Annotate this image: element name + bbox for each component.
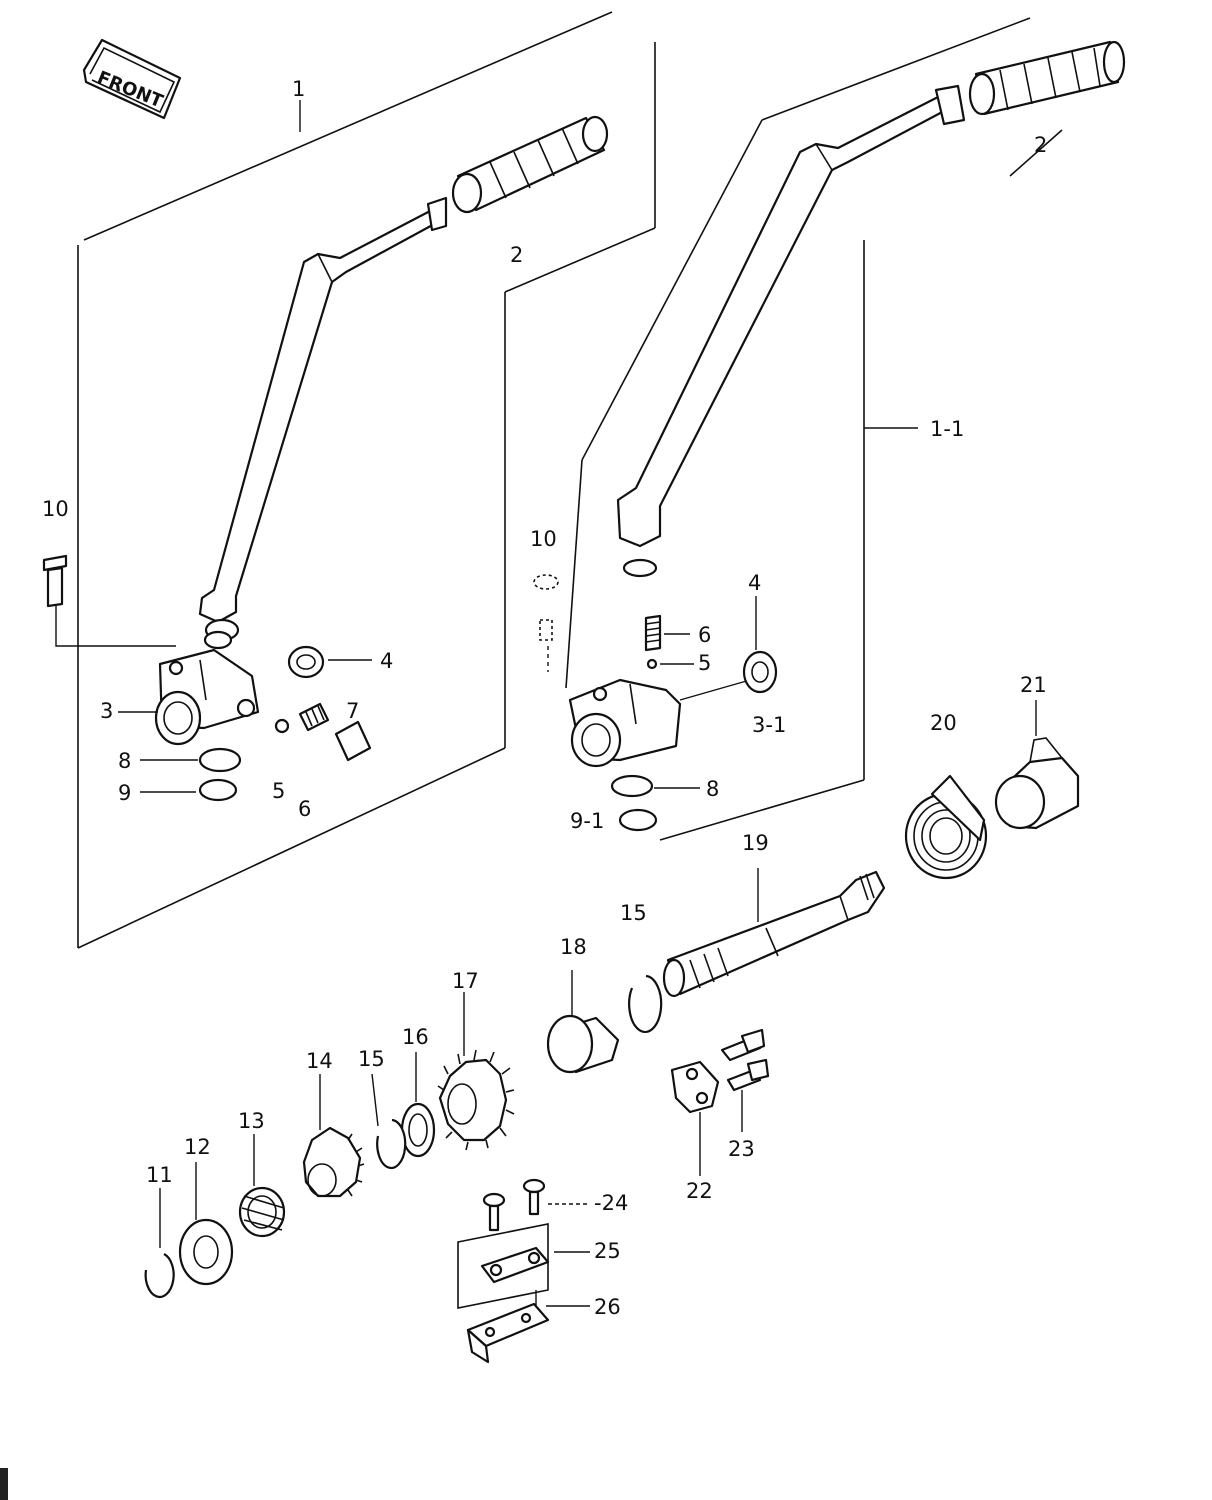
ratchet <box>302 1074 365 1198</box>
bracket-26 <box>466 1290 590 1364</box>
callout-6-left: 6 <box>298 797 311 821</box>
callout-26: 26 <box>594 1295 621 1319</box>
callout-18: 18 <box>560 935 587 959</box>
callout-2-right: 2 <box>1034 133 1047 157</box>
kick-grip-right <box>968 40 1126 116</box>
callout-17: 17 <box>452 969 479 993</box>
kick-arm-right <box>616 84 966 578</box>
bolt-10-left <box>42 554 176 647</box>
callout-6-right: 6 <box>698 623 711 647</box>
circlip-left <box>371 1073 407 1169</box>
callout-19: 19 <box>742 831 769 855</box>
washer-16 <box>400 1052 436 1158</box>
kick-shaft <box>662 868 886 998</box>
callout-10-right: 10 <box>530 527 557 551</box>
circlip-11 <box>144 1188 175 1298</box>
plate-25 <box>457 1223 590 1309</box>
callout-2-left: 2 <box>510 243 523 267</box>
callout-15-right: 15 <box>620 901 647 925</box>
callout-15-left: 15 <box>358 1047 385 1071</box>
callout-9: 9 <box>118 781 131 805</box>
ratchet-spring <box>238 1134 286 1238</box>
callout-13: 13 <box>238 1109 265 1133</box>
callout-4-right: 4 <box>748 571 761 595</box>
left-small-parts <box>118 645 372 802</box>
callout-24: -24 <box>594 1191 628 1215</box>
kick-gear <box>437 992 515 1151</box>
kick-grip-left <box>451 115 609 214</box>
kick-boss-left <box>154 648 260 746</box>
callout-1: 1 <box>292 77 305 101</box>
callout-3-1: 3-1 <box>752 713 786 737</box>
shaft-collar <box>546 970 620 1074</box>
callout-1-1: 1-1 <box>930 417 964 441</box>
stopper-bolts <box>720 1028 770 1132</box>
callout-5-left: 5 <box>272 779 285 803</box>
bolts-24 <box>482 1178 590 1232</box>
front-arrow-badge: FRONT <box>82 38 182 120</box>
kick-boss-right <box>568 678 751 768</box>
callout-25: 25 <box>594 1239 621 1263</box>
callout-3: 3 <box>100 699 113 723</box>
callout-16: 16 <box>402 1025 429 1049</box>
bolt-10-right <box>533 574 559 672</box>
edge-mark <box>0 1468 8 1500</box>
callout-23: 23 <box>728 1137 755 1161</box>
callout-labels: 1 2 2 1-1 10 10 4 4 3 7 8 9 5 6 6 5 3-1 … <box>42 77 1047 1319</box>
callout-8-right: 8 <box>706 777 719 801</box>
callout-21: 21 <box>1020 673 1047 697</box>
callout-10-left: 10 <box>42 497 69 521</box>
callout-22: 22 <box>686 1179 713 1203</box>
group-1-outline <box>77 11 656 949</box>
group-1-1-outline <box>565 17 1063 841</box>
callout-14: 14 <box>306 1049 333 1073</box>
callout-12: 12 <box>184 1135 211 1159</box>
spring-guide <box>994 700 1080 830</box>
circlip-right <box>628 974 663 1034</box>
callout-7: 7 <box>346 699 359 723</box>
return-spring <box>904 774 988 880</box>
callout-8-left: 8 <box>118 749 131 773</box>
stopper-plate <box>670 1060 720 1176</box>
callout-5-right: 5 <box>698 651 711 675</box>
callout-4-left: 4 <box>380 649 393 673</box>
callout-9-1: 9-1 <box>570 809 604 833</box>
washer-12 <box>178 1162 234 1286</box>
callout-11: 11 <box>146 1163 173 1187</box>
right-small-parts <box>610 596 778 832</box>
callout-20: 20 <box>930 711 957 735</box>
kick-arm-left <box>198 196 448 650</box>
